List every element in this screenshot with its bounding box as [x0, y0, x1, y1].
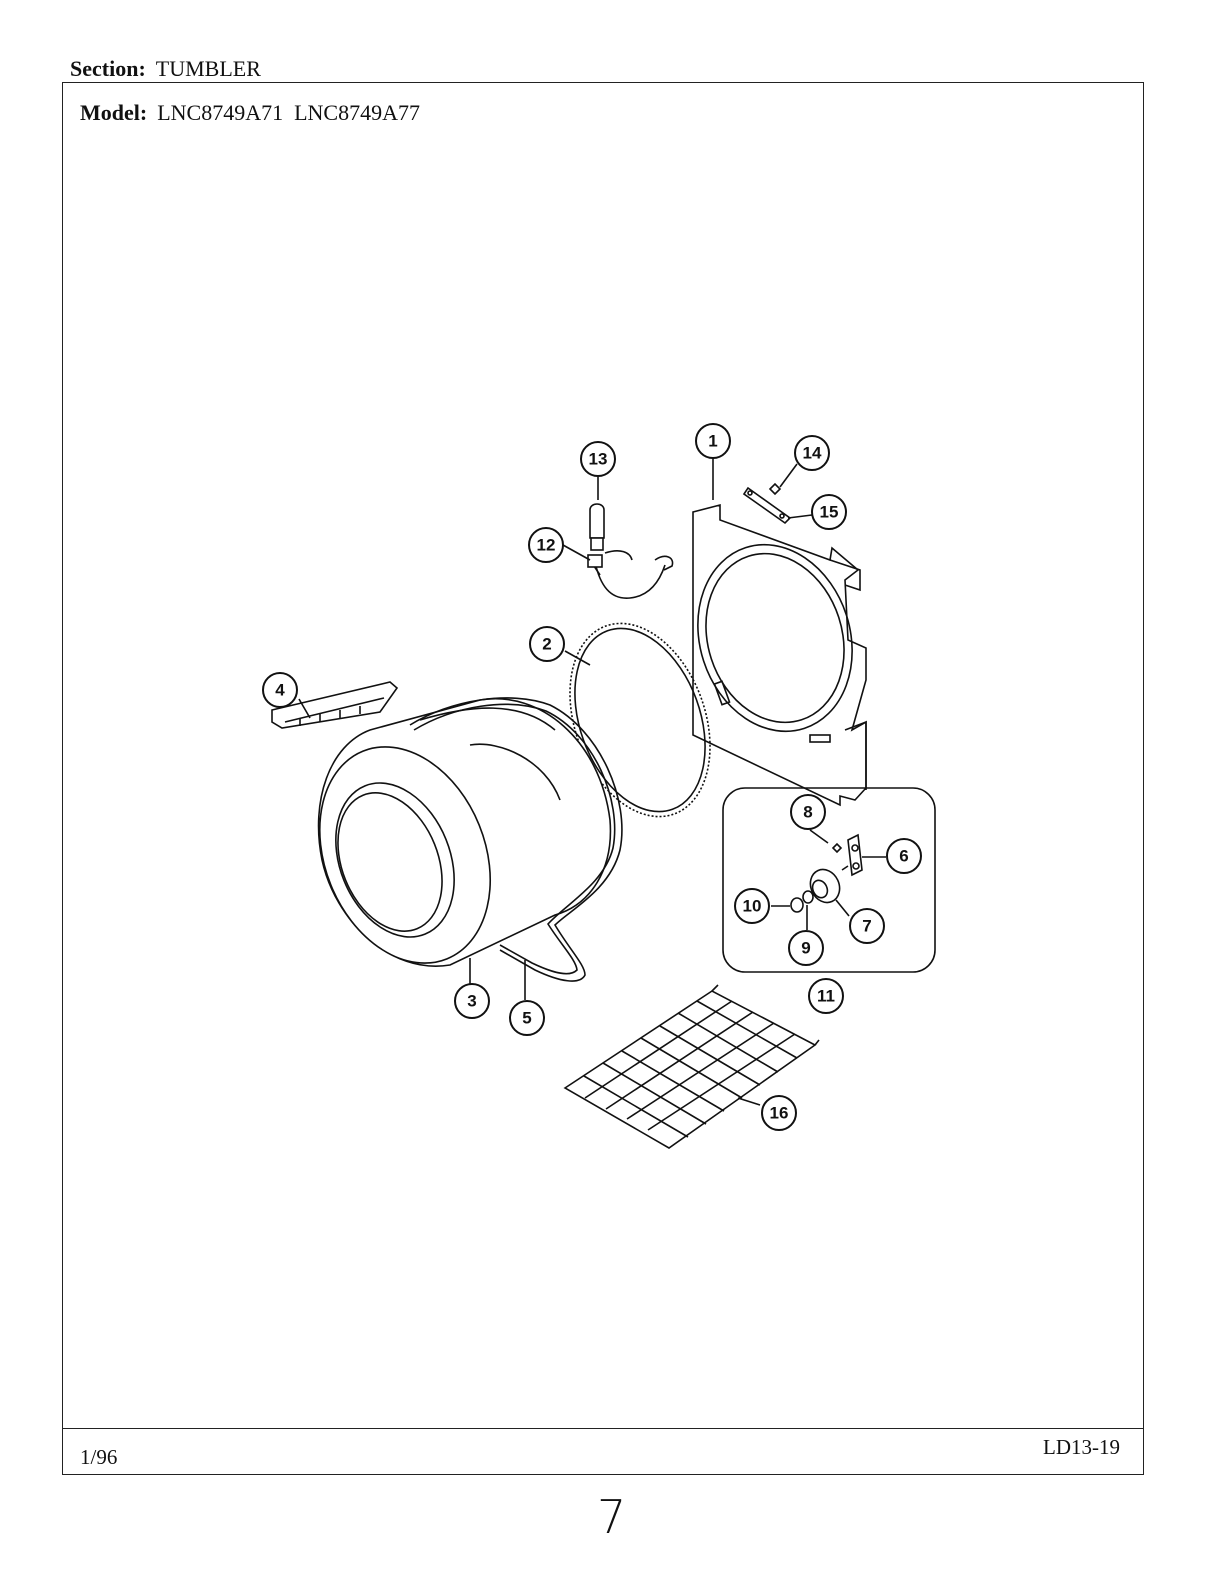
lint-screen-part: [563, 984, 820, 1149]
model-value: LNC8749A71 LNC8749A77: [157, 100, 420, 125]
drum-part: [317, 697, 612, 967]
bearing-kit-parts: [790, 833, 863, 913]
section-value: TUMBLER: [155, 56, 261, 81]
svg-text:8: 8: [803, 803, 812, 822]
svg-text:3: 3: [467, 992, 476, 1011]
diagram-frame: [62, 82, 1144, 1475]
callout-9: 9: [788, 930, 824, 966]
drive-belt-part: [409, 697, 623, 982]
callout-12: 12: [528, 527, 564, 563]
svg-text:5: 5: [522, 1009, 531, 1028]
callout-15: 15: [811, 494, 847, 530]
lamp-bulb-part: [589, 503, 605, 551]
callout-8: 8: [790, 794, 826, 830]
strap-clip-part: [768, 482, 782, 496]
svg-text:6: 6: [899, 847, 908, 866]
callout-2: 2: [529, 626, 565, 662]
svg-text:16: 16: [770, 1104, 789, 1123]
svg-text:1: 1: [708, 432, 717, 451]
callout-6: 6: [886, 838, 922, 874]
callout-5: 5: [509, 1000, 545, 1036]
section-heading: Section: TUMBLER: [70, 56, 261, 82]
svg-text:7: 7: [862, 917, 871, 936]
svg-text:9: 9: [801, 939, 810, 958]
svg-text:4: 4: [275, 681, 285, 700]
revision-date: 1/96: [80, 1445, 118, 1469]
callout-16: 16: [761, 1095, 797, 1131]
callout-14: 14: [794, 435, 830, 471]
callout-11: 11: [808, 978, 844, 1014]
svg-text:10: 10: [743, 897, 762, 916]
callout-7: 7: [849, 908, 885, 944]
footer-rule: [62, 1428, 1144, 1429]
svg-text:15: 15: [820, 503, 839, 522]
callout-10: 10: [734, 888, 770, 924]
callout-4: 4: [262, 672, 298, 708]
callout-leaders: [298, 458, 886, 1106]
svg-text:12: 12: [537, 536, 556, 555]
model-label: Model:: [80, 100, 148, 125]
callout-3: 3: [454, 983, 490, 1019]
svg-text:14: 14: [803, 444, 822, 463]
svg-text:2: 2: [542, 635, 551, 654]
section-label: Section:: [70, 56, 146, 81]
front-bulkhead-part: [692, 503, 867, 807]
svg-text:11: 11: [817, 987, 835, 1006]
page-number: 7: [597, 1490, 627, 1544]
bearing-kit-group-box: [722, 787, 936, 973]
callout-13: 13: [580, 441, 616, 477]
model-heading: Model: LNC8749A71 LNC8749A77: [80, 100, 420, 126]
drum-baffle-part: [271, 681, 399, 729]
bearing-strap-part: [742, 486, 792, 525]
lamp-harness-part: [587, 550, 674, 599]
sheet-code: LD13-19: [1043, 1435, 1120, 1459]
callout-1: 1: [695, 423, 731, 459]
svg-text:13: 13: [589, 450, 608, 469]
